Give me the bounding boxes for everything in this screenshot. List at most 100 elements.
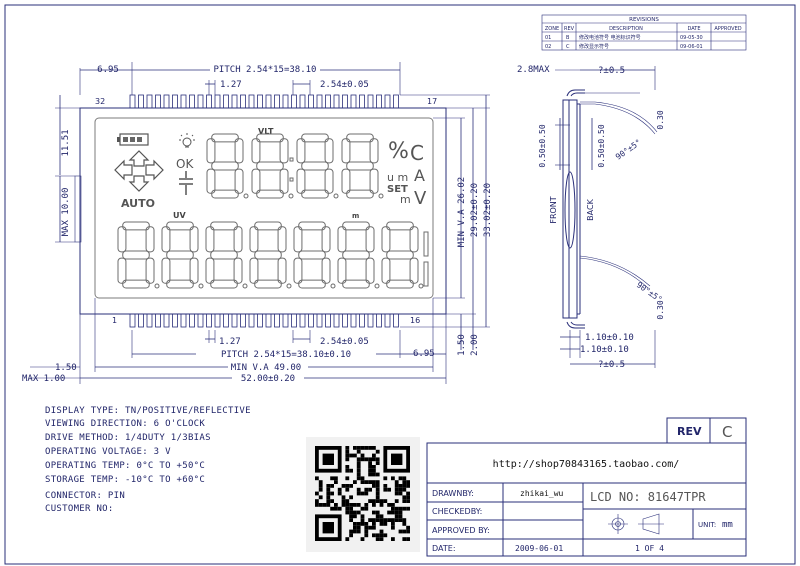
pin: [265, 94, 272, 109]
segment: [341, 138, 351, 164]
revisions-table: REVISIONS ZONE REV DESCRIPTION DATE APPR…: [541, 14, 747, 51]
pin: [163, 313, 170, 328]
segment: [256, 189, 284, 199]
dim-top-left: 6.95: [97, 65, 119, 75]
segment: [210, 250, 238, 260]
pin: [376, 94, 382, 109]
pin: [223, 94, 229, 109]
segment: [381, 257, 391, 284]
pin: [129, 313, 136, 328]
pin: [248, 94, 255, 109]
connector-tab: [74, 175, 82, 243]
pin: [308, 94, 314, 109]
dim-bottom-pitch: PITCH 2.54*15=38.10±0.10: [221, 350, 351, 360]
decimal-point: [198, 283, 204, 289]
segment: [365, 226, 375, 253]
pin: [299, 94, 306, 109]
dim-top-254: 2.54±0.05: [320, 80, 369, 90]
segment: [233, 257, 243, 284]
auto-symbol: AUTO: [121, 197, 155, 210]
vlt-symbol: VLT: [258, 127, 274, 136]
decimal-point: [374, 283, 380, 289]
pin: [146, 313, 153, 328]
segment: [324, 168, 334, 194]
pin: [231, 313, 238, 328]
pin: [214, 94, 221, 109]
segment: [342, 221, 370, 231]
note-operating-temp: OPERATING TEMP: 0°C TO +50°C: [45, 461, 205, 471]
pin: [163, 94, 170, 109]
segment: [321, 226, 331, 253]
view-area: [94, 117, 434, 299]
m-symbol: m: [400, 193, 411, 206]
dim-view-area-width: MIN V.A 49.00: [231, 363, 301, 373]
pin: [342, 313, 348, 328]
segment: [122, 221, 150, 231]
segment: [251, 138, 261, 164]
pin: [316, 313, 323, 328]
dim-side-max: 2.8MAX: [517, 65, 550, 75]
segment: [279, 168, 289, 194]
set-symbol: SET: [387, 184, 408, 195]
ok-symbol: OK: [176, 157, 194, 171]
back-glass: [568, 99, 578, 319]
segment: [206, 168, 216, 194]
segment: [298, 279, 326, 289]
pin: [265, 313, 272, 328]
segment: [145, 226, 155, 253]
segment: [365, 257, 375, 284]
segment: [301, 133, 329, 143]
segment: [251, 168, 261, 194]
segment: [296, 138, 306, 164]
pin: [316, 94, 323, 109]
rev-row-rev: B: [566, 35, 570, 41]
segment: [161, 226, 171, 253]
pin: [367, 94, 374, 109]
pin: [206, 313, 212, 328]
pin: [384, 94, 391, 109]
segment: [298, 221, 326, 231]
drawnby-label: DRAWNBY:: [432, 489, 474, 498]
pin-row-bottom: [129, 313, 399, 328]
segment: [211, 161, 239, 171]
dim-side-030-b: 0.30: [656, 300, 665, 319]
dim-bottom-right: 6.95: [413, 349, 435, 359]
dim-side-030-a: 0.30: [656, 110, 665, 129]
note-operating-voltage: OPERATING VOLTAGE: 3 V: [45, 447, 171, 457]
capacitor-icon: [179, 171, 193, 195]
revisions-title: REVISIONS: [629, 17, 659, 23]
pin: [189, 313, 195, 328]
segment: [211, 133, 239, 143]
dim-side-top-width: ?±0.5: [598, 66, 625, 76]
pin: [350, 313, 357, 328]
pin-label-1: 1: [112, 316, 117, 325]
segment: [279, 138, 289, 164]
segment: [337, 226, 347, 253]
segment: [301, 161, 329, 171]
segment: [346, 133, 374, 143]
pin: [138, 94, 144, 109]
celsius-symbol: C: [410, 141, 424, 165]
colon-dot: [289, 157, 294, 162]
bulb-icon: [179, 133, 195, 148]
dim-top-pitch: PITCH 2.54*15=38.10: [214, 65, 317, 75]
segment: [277, 226, 287, 253]
dim-overall-width: 52.00±0.20: [241, 374, 295, 384]
segment: [205, 226, 215, 253]
decimal-point: [330, 283, 336, 289]
pin: [393, 313, 399, 328]
pin: [138, 313, 144, 328]
dim-left-150: 1.50: [55, 363, 77, 373]
pin: [155, 94, 161, 109]
dim-side-050-b: 0.50±0.50: [597, 124, 606, 168]
pin: [180, 94, 187, 109]
partial-segment: [423, 261, 429, 287]
pin: [189, 94, 195, 109]
segment: [254, 279, 282, 289]
segment: [117, 257, 127, 284]
volt-symbol: V: [414, 188, 427, 209]
pin: [231, 94, 238, 109]
segment: [189, 257, 199, 284]
dim-right-150: 1.50: [457, 334, 467, 356]
seven-segment-digit: [293, 221, 336, 289]
